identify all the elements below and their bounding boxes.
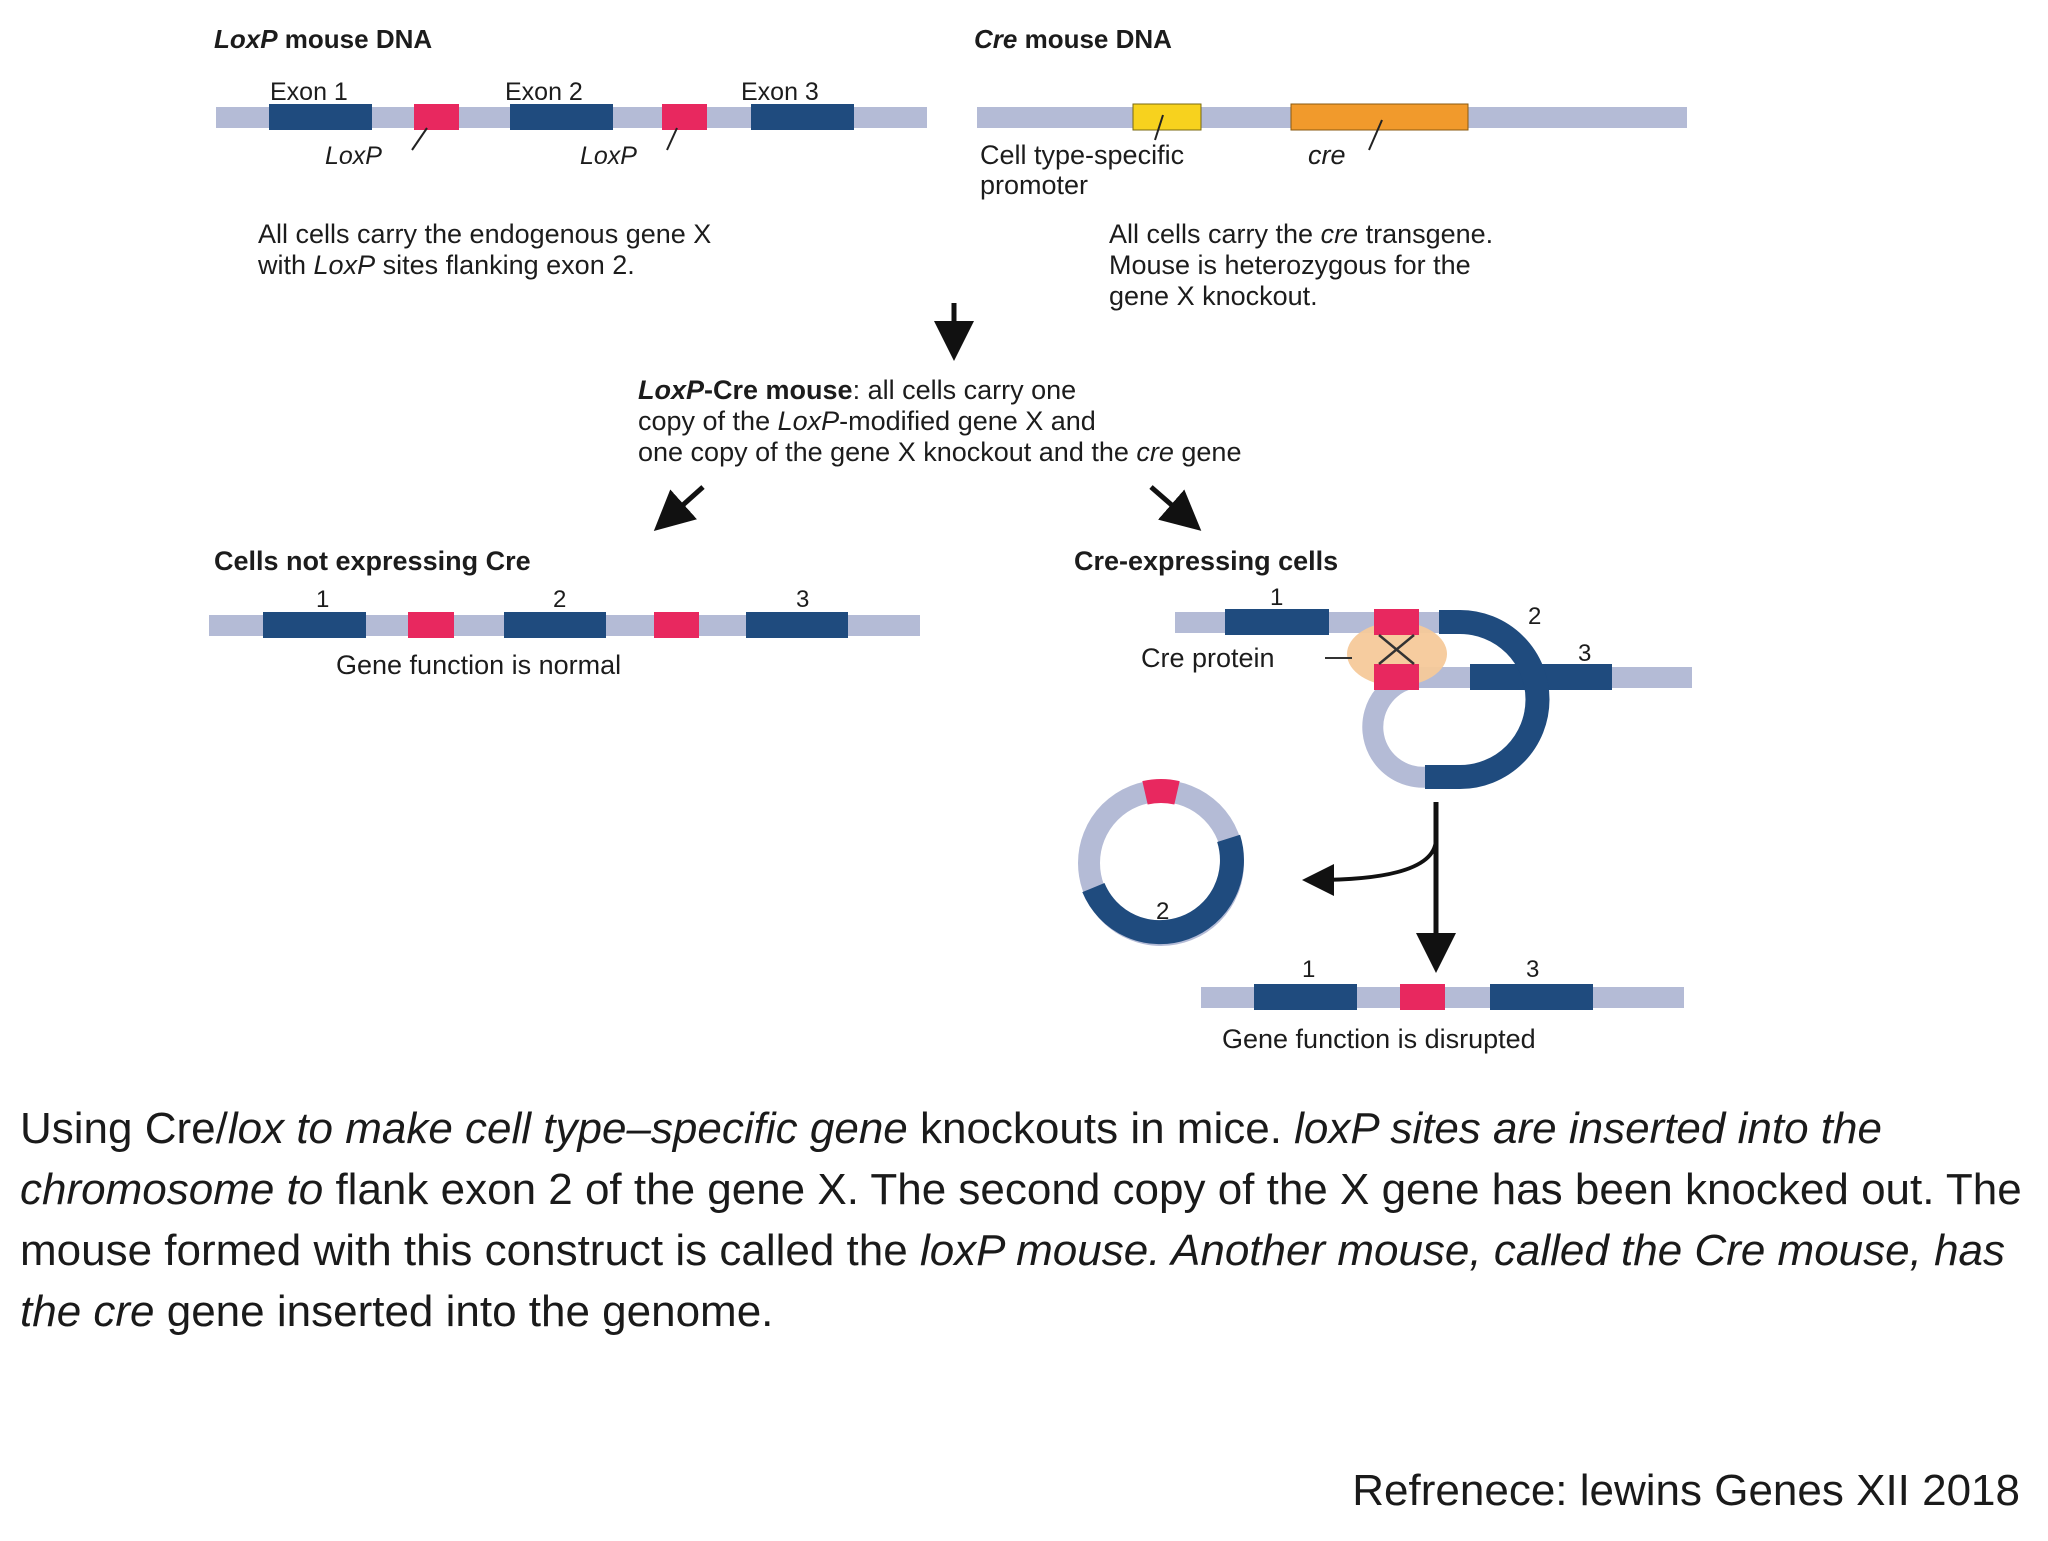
caption-text: lox to make cell type–specific gene: [227, 1104, 908, 1153]
excised-loxp-site: [1142, 779, 1180, 805]
exon-number: 2: [1156, 898, 1169, 925]
loxp-panel-description: All cells carry the endogenous gene X wi…: [257, 219, 719, 280]
dna-loop-backbone: [1362, 666, 1440, 788]
cre-pointer-line: [1368, 119, 1383, 151]
caption-text: loxP sites are inserted into the chromos…: [20, 1104, 1882, 1214]
exon-number: 1: [1270, 584, 1283, 611]
excision-arrow-circle: [1302, 839, 1438, 896]
exon-1: [269, 104, 372, 130]
loxp-site: [662, 104, 707, 130]
loxp-site: [1400, 984, 1445, 1010]
loxp-label: LoxP: [325, 142, 382, 170]
exon-number: 2: [1528, 603, 1541, 630]
branch-arrow-left: [653, 485, 705, 532]
exon1-label: Exon 1: [270, 78, 348, 106]
exon-3: [746, 612, 848, 638]
loxp-site: [1374, 609, 1419, 635]
exon-2: [504, 612, 606, 638]
cre-protein: [1347, 622, 1447, 686]
loxp-label: LoxP: [580, 142, 637, 170]
cell-type-specific-promoter: [1132, 103, 1202, 131]
exon2-label: Exon 2: [505, 78, 583, 106]
promoter-pointer-line: [1154, 114, 1164, 141]
cre-mouse-panel: Cre mouse DNA Cell type-specific promote…: [974, 24, 1687, 311]
cre-label: cre: [1308, 140, 1346, 170]
exon-number: 3: [1578, 640, 1591, 667]
figure-caption: Using Cre/lox to make cell type–specific…: [20, 1098, 2030, 1342]
caption-text: loxP mouse. Another mouse, called the Cr…: [20, 1226, 2006, 1336]
left-result-title: Cells not expressing Cre: [214, 546, 531, 576]
reference-text: Refrenece: lewins Genes XII 2018: [1352, 1466, 2020, 1515]
branch-arrow-right: [1149, 485, 1202, 531]
promoter-label: Cell type-specific promoter: [980, 140, 1192, 200]
right-result-title: Cre-expressing cells: [1074, 546, 1338, 576]
exon-number: 1: [1302, 956, 1315, 983]
gene-function-disrupted: Gene function is disrupted: [1222, 1024, 1536, 1054]
loxp-site: [414, 104, 459, 130]
exon-1: [263, 612, 366, 638]
exon-3: [1490, 984, 1593, 1010]
exon-number: 1: [316, 586, 329, 613]
excised-exon-2: [1082, 834, 1244, 945]
recombination-cross: [1378, 634, 1415, 665]
loxp-site: [654, 612, 699, 638]
caption-text: gene inserted into the genome.: [154, 1287, 774, 1336]
caption-text: flank exon 2 of the gene X. The second c…: [20, 1165, 2022, 1275]
loxp-pointer-line: [411, 127, 428, 151]
loxp-pointer-line: [666, 127, 678, 151]
cells-not-expressing-cre: Cells not expressing Cre 1 2 3 Gene func…: [209, 546, 920, 680]
exon-number: 3: [796, 586, 809, 613]
caption-text: knockouts in mice.: [907, 1104, 1295, 1153]
exon-2-loop: [1425, 610, 1550, 789]
exon3-label: Exon 3: [741, 78, 819, 106]
loxp-site: [408, 612, 454, 638]
loxp-mouse-panel: LoxP mouse DNA Exon 1 Exon 2 Exon 3 LoxP…: [214, 24, 927, 280]
loxp-panel-title: LoxP mouse DNA: [214, 24, 432, 54]
cre-panel-description: All cells carry the cre transgene. Mouse…: [1109, 219, 1501, 311]
exon-number: 3: [1526, 956, 1539, 983]
cre-panel-title: Cre mouse DNA: [974, 24, 1172, 54]
cre-expressing-cells: Cre-expressing cells 1 2 3 Cre protein 2…: [1074, 546, 1692, 1054]
exon-1: [1225, 609, 1329, 635]
caption-text: Using Cre/: [20, 1104, 228, 1153]
exon-1: [1254, 984, 1357, 1010]
exon-3: [751, 104, 854, 130]
loxp-site: [1374, 664, 1419, 690]
cre-protein-label: Cre protein: [1141, 643, 1275, 673]
exon-number: 2: [553, 586, 566, 613]
loxp-cre-mouse-description: LoxP-Cre mouse: all cells carry one copy…: [638, 375, 1241, 467]
exon-2: [510, 104, 613, 130]
gene-function-normal: Gene function is normal: [336, 650, 621, 680]
